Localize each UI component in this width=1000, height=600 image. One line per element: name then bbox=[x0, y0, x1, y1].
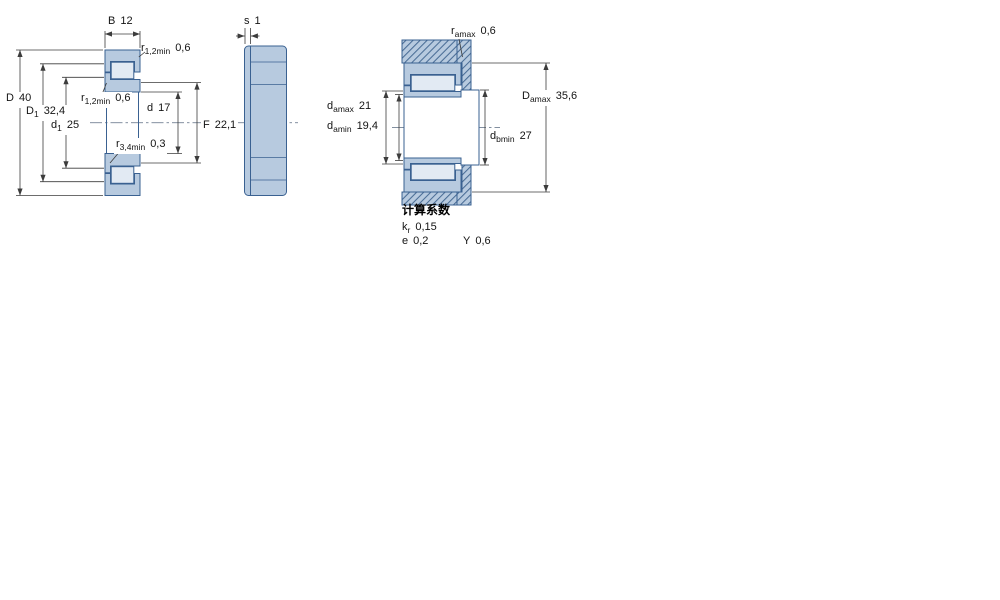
housing-top bbox=[401, 39, 458, 64]
front-view bbox=[104, 49, 141, 196]
dim-label-Damax: Damax 35,6 bbox=[520, 90, 580, 106]
roller-section bbox=[110, 61, 135, 80]
dim-symbol: D bbox=[522, 90, 530, 102]
dim-value: 40 bbox=[18, 92, 32, 104]
dim-value: 0,3 bbox=[150, 138, 166, 150]
dim-label-r12-top: r1,2min 0,6 bbox=[141, 42, 190, 58]
dim-subscript: 1 bbox=[57, 123, 62, 133]
dim-symbol: B bbox=[108, 15, 116, 27]
dim-value: 1 bbox=[254, 15, 261, 27]
dim-subscript: 1,2min bbox=[84, 96, 111, 106]
dim-label-d1: d1 25 bbox=[49, 119, 82, 135]
bearing-profile bbox=[244, 45, 287, 196]
dim-label-ramax: ramax 0,6 bbox=[451, 25, 496, 41]
front-view-dimensions bbox=[16, 31, 201, 196]
dim-subscript: 1 bbox=[33, 109, 39, 119]
factor-value: 0,15 bbox=[415, 221, 437, 233]
dim-value: 0,6 bbox=[115, 92, 131, 104]
mounted-bearing-upper-section bbox=[403, 62, 462, 98]
dim-value: 12 bbox=[120, 15, 133, 27]
dim-value: 19,4 bbox=[356, 120, 378, 132]
dim-value: 22,1 bbox=[214, 119, 237, 131]
dim-subscript: 1,2min bbox=[144, 46, 171, 56]
mounted-view bbox=[401, 39, 480, 206]
calc-factor-kr: kr 0,15 bbox=[402, 221, 437, 237]
dim-label-dbmin: dbmin 27 bbox=[488, 130, 534, 146]
front-view-lower-section bbox=[104, 153, 141, 196]
dim-symbol: D bbox=[26, 105, 34, 117]
dim-value: 32,4 bbox=[43, 105, 66, 117]
mounted-bearing-lower-section bbox=[403, 157, 462, 193]
leader-r12-top bbox=[138, 51, 146, 58]
dim-subscript: bmin bbox=[496, 134, 515, 144]
factor-symbol: e bbox=[402, 235, 409, 247]
factor-value: 0,2 bbox=[413, 235, 429, 247]
dim-value: 21 bbox=[358, 100, 372, 112]
calc-factor-Y: Y 0,6 bbox=[463, 235, 491, 251]
dim-value: 17 bbox=[158, 102, 171, 114]
profile-ring-edges bbox=[250, 61, 287, 181]
dim-subscript: amax bbox=[333, 104, 354, 114]
dim-value: 0,6 bbox=[175, 42, 191, 54]
shaft bbox=[403, 89, 480, 166]
dim-symbol: d bbox=[51, 119, 58, 131]
leader-ramax bbox=[458, 38, 463, 58]
dim-subscript: amin bbox=[333, 124, 352, 134]
roller-section bbox=[410, 74, 456, 92]
dim-symbol: r bbox=[451, 25, 455, 37]
dim-subscript: amax bbox=[529, 94, 551, 104]
dim-label-d: d 17 bbox=[147, 102, 170, 118]
dim-value: 25 bbox=[66, 119, 80, 131]
dim-label-D: D 40 bbox=[4, 92, 34, 108]
factor-subscript: r bbox=[407, 225, 411, 235]
factor-symbol: k bbox=[402, 221, 408, 233]
dim-symbol: d bbox=[327, 120, 334, 132]
dim-subscript: amax bbox=[454, 29, 476, 39]
dim-subscript: 3,4min bbox=[119, 142, 146, 152]
mounted-view-dimensions bbox=[382, 38, 550, 193]
dim-label-D1: D1 32,4 bbox=[24, 105, 68, 121]
dim-label-B: B 12 bbox=[108, 15, 133, 31]
outer-ring-section bbox=[104, 49, 141, 73]
calc-factor-e: e 0,2 bbox=[402, 235, 428, 251]
dim-label-damin: damin 19,4 bbox=[327, 120, 378, 136]
dim-label-damax: damax 21 bbox=[327, 100, 371, 116]
dim-value: 0,6 bbox=[480, 25, 496, 37]
calculation-factors-title: 计算系数 bbox=[402, 203, 451, 217]
factor-symbol: Y bbox=[463, 235, 471, 247]
dim-symbol: r bbox=[81, 92, 85, 104]
dim-symbol: d bbox=[147, 102, 154, 114]
dim-label-r34: r3,4min 0,3 bbox=[114, 138, 168, 154]
inner-ring-section bbox=[403, 85, 462, 98]
front-view-upper-section bbox=[104, 49, 141, 93]
outer-ring-section bbox=[403, 62, 462, 86]
dim-symbol: s bbox=[244, 15, 250, 27]
dim-symbol: r bbox=[141, 42, 145, 54]
dim-symbol: F bbox=[203, 119, 210, 131]
dim-symbol: d bbox=[490, 130, 497, 142]
factor-value: 0,6 bbox=[475, 235, 491, 247]
side-view-dimensions bbox=[236, 28, 260, 44]
dim-symbol: r bbox=[116, 138, 120, 150]
dim-value: 35,6 bbox=[555, 90, 578, 102]
dim-symbol: d bbox=[327, 100, 334, 112]
side-view bbox=[244, 45, 287, 196]
dim-label-F: F 22,1 bbox=[201, 119, 239, 135]
dim-symbol: D bbox=[6, 92, 14, 104]
dim-label-r12-side: r1,2min 0,6 bbox=[79, 92, 133, 108]
dim-value: 27 bbox=[519, 130, 532, 142]
